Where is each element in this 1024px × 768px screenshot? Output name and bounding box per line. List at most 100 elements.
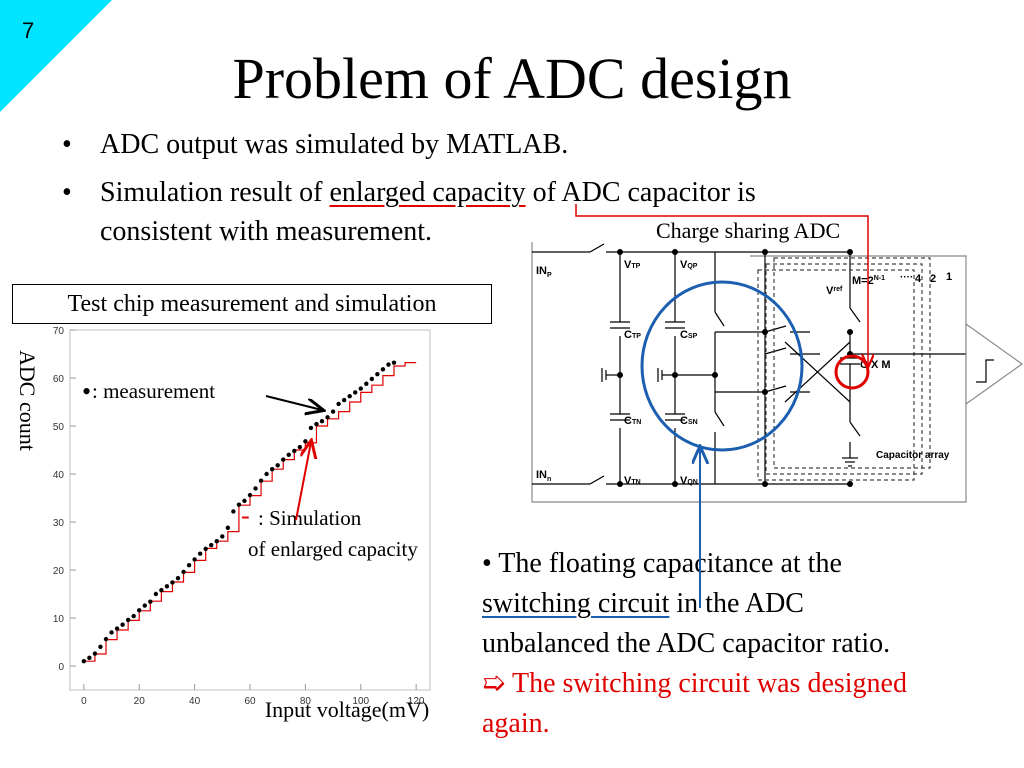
m-text: M=2 xyxy=(852,275,874,287)
measurement-point xyxy=(325,415,330,420)
x-tick-label: 120 xyxy=(408,696,425,707)
measurement-point xyxy=(286,452,291,457)
csp-label: CSP xyxy=(680,329,698,341)
measurement-point xyxy=(125,617,131,623)
ctn-text: C xyxy=(624,415,632,427)
measurement-point xyxy=(109,630,114,635)
arrow-icon: ➯ xyxy=(482,668,506,699)
measurement-point xyxy=(131,613,136,619)
bottom-line-3: unbalanced the ADC capacitor ratio. xyxy=(482,628,891,659)
x-tick-label: 20 xyxy=(134,696,146,707)
stack-4: 4 xyxy=(915,273,922,285)
measurement-point xyxy=(314,421,319,427)
enlarged-capacity-text: enlarged capacity xyxy=(329,177,526,208)
measurement-point xyxy=(114,626,120,631)
ctn-label: CTN xyxy=(624,415,641,427)
measurement-point xyxy=(120,622,125,627)
legend-simulation-marker: - xyxy=(241,501,250,530)
measurement-point xyxy=(336,401,341,407)
vref-label: Vref xyxy=(826,285,843,297)
bullet-2-line-2: consistent with measurement. xyxy=(100,216,433,247)
x-axis-label: Input voltage(mV) xyxy=(265,697,429,722)
measurement-point xyxy=(380,367,386,372)
csp-sub: SP xyxy=(688,333,698,340)
vqn-label: VQN xyxy=(680,475,698,487)
legend-measurement-marker: • xyxy=(82,377,91,406)
plot-frame xyxy=(69,329,431,691)
bottom-line-1: • The floating capacitance at the xyxy=(482,548,842,579)
measurement-point xyxy=(197,551,203,556)
measurement-point xyxy=(181,569,186,575)
x-tick-label: 80 xyxy=(300,696,312,707)
legend-measurement-label: : measurement xyxy=(92,379,215,403)
measurement-point xyxy=(297,444,303,450)
vqn-text: V xyxy=(680,475,688,487)
chart-label-box: Test chip measurement and simulation xyxy=(12,284,492,324)
red-highlight-circle xyxy=(834,354,870,390)
bottom-line-2-rest: in the ADC xyxy=(669,588,804,619)
measurement-point xyxy=(209,542,214,548)
switching-circuit-text: switching circuit xyxy=(482,588,670,619)
vqp-sub: QP xyxy=(687,263,697,270)
in-p-text: IN xyxy=(536,265,547,277)
m-sup: N-1 xyxy=(874,275,885,282)
x-tick-label: 60 xyxy=(244,696,256,707)
bullet-2-text-after: of ADC capacitor is xyxy=(525,177,756,208)
legend-simulation-label: : Simulation xyxy=(258,506,362,530)
measurement-point xyxy=(192,557,197,562)
measurement-point xyxy=(330,409,336,414)
vqp-label: VQP xyxy=(680,259,698,271)
stack-dots: ···· xyxy=(900,272,913,283)
measurement-point xyxy=(303,439,308,444)
vref-sub: ref xyxy=(833,286,843,293)
bullet-marker: • xyxy=(62,177,72,208)
in-p-sub: P xyxy=(547,272,552,279)
x-tick-label: 40 xyxy=(189,696,201,707)
vtn-sub: TN xyxy=(631,479,640,486)
measurement-point xyxy=(186,563,192,568)
measurement-point xyxy=(103,636,109,642)
measurement-point xyxy=(203,546,208,552)
x-tick-label: 100 xyxy=(352,696,369,707)
measurement-point xyxy=(92,651,98,656)
measurement-point xyxy=(142,603,147,608)
measurement-point xyxy=(292,448,297,454)
x-ticks: 0 20 40 60 80 100 120 xyxy=(81,684,425,707)
measurement-point xyxy=(258,478,264,483)
csn-sub: SN xyxy=(688,419,698,426)
x-tick-label: 0 xyxy=(81,696,87,707)
ctp-label: CTP xyxy=(624,329,641,341)
measurement-point xyxy=(81,659,87,664)
slide-corner-triangle xyxy=(0,0,112,112)
measurement-point xyxy=(242,498,247,504)
measurement-point xyxy=(247,492,253,498)
y-tick-label: 20 xyxy=(53,566,65,577)
y-tick-label: 50 xyxy=(53,422,65,433)
in-n-sub: n xyxy=(547,476,551,483)
y-tick-label: 60 xyxy=(53,374,65,385)
csn-label: CSN xyxy=(680,415,698,427)
ctn-sub: TN xyxy=(632,419,641,426)
y-tick-label: 10 xyxy=(53,614,65,625)
in-n-text: IN xyxy=(536,469,547,481)
bullet-2: • Simulation result of enlarged capacity… xyxy=(62,174,756,212)
measurement-point xyxy=(308,425,314,431)
measurement-point xyxy=(347,394,352,399)
y-axis-label: ADC count xyxy=(15,350,40,451)
measurement-point xyxy=(391,360,397,365)
measurement-point xyxy=(269,467,275,472)
measurement-point xyxy=(236,502,242,507)
legend-simulation-label-2: of enlarged capacity xyxy=(248,537,418,561)
measurement-point xyxy=(164,584,170,589)
vtn-label: VTN xyxy=(624,475,641,487)
measurement-point xyxy=(341,397,347,403)
stack-2: 2 xyxy=(930,273,936,285)
measurement-point xyxy=(319,419,325,424)
y-tick-label: 70 xyxy=(53,326,65,337)
measurement-point xyxy=(353,390,358,395)
in-n-label: INn xyxy=(536,469,551,483)
measurement-point xyxy=(175,575,181,581)
blue-highlight-circle xyxy=(640,280,804,452)
